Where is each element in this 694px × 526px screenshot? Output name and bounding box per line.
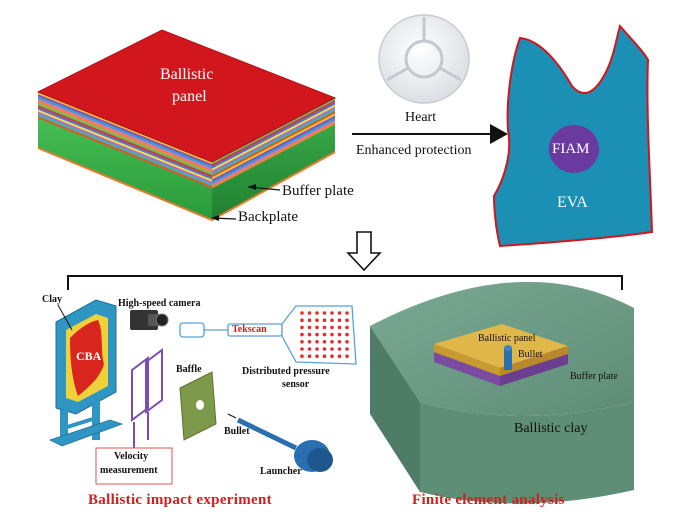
fiam-label: FIAM (552, 141, 590, 157)
bracket (67, 275, 623, 290)
velocity-label-line1: Velocity (114, 451, 149, 462)
panel-label-line2: panel (172, 88, 207, 105)
heart-disc-icon (378, 14, 470, 104)
tekscan-label: Tekscan (232, 324, 267, 335)
fea-ballistic-panel-label: Ballistic panel (478, 333, 536, 344)
experiment-caption: Ballistic impact experiment (88, 492, 272, 508)
fea-bullet-label: Bullet (518, 349, 543, 360)
arrow-right-icon (490, 124, 508, 144)
bullet-label: Bullet (224, 426, 250, 437)
experiment-setup (48, 299, 357, 485)
velocity-label-line2: measurement (100, 465, 158, 476)
clay-label: Clay (42, 294, 62, 305)
arrow-down-icon (346, 231, 382, 272)
high-speed-camera-label: High-speed camera (118, 298, 201, 309)
enhanced-protection-label: Enhanced protection (356, 143, 472, 158)
pressure-sensor-label-line2: sensor (282, 379, 310, 390)
ballistic-clay-label: Ballistic clay (514, 421, 588, 436)
fea-caption: Finite element analysis (412, 492, 565, 508)
eva-label: EVA (557, 194, 588, 211)
cba-label: CBA (76, 349, 102, 363)
fea-model (370, 281, 634, 504)
heart-label: Heart (405, 110, 437, 125)
backplate-label: Backplate (238, 209, 298, 225)
ballistic-panel-block (36, 29, 337, 222)
pressure-sensor-label-line1: Distributed pressure (242, 366, 330, 377)
baffle-label: Baffle (176, 364, 202, 375)
fea-buffer-plate-label: Buffer plate (570, 371, 618, 382)
panel-label-line1: Ballistic (160, 66, 214, 83)
vest-shape (492, 23, 654, 248)
buffer-plate-label: Buffer plate (282, 183, 354, 199)
launcher-label: Launcher (260, 466, 302, 477)
